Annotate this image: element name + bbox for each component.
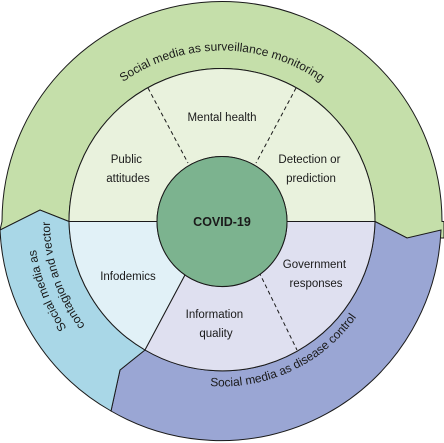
divider-mental-public [147, 87, 189, 164]
segment-infodemics: Infodemics [100, 271, 156, 283]
segment-detection-prediction: Detection or prediction [278, 154, 343, 185]
segment-information-quality: Information quality [186, 309, 247, 340]
divider-mental-detection [255, 87, 297, 164]
divider-quality-government [258, 271, 298, 351]
segment-mental-health: Mental health [187, 112, 256, 124]
segment-public-attitudes: Public attitudes [106, 154, 150, 185]
center-covid-label: COVID-19 [193, 215, 251, 229]
covid-core-circle [156, 156, 288, 287]
segment-government-responses: Government responses [283, 259, 349, 290]
